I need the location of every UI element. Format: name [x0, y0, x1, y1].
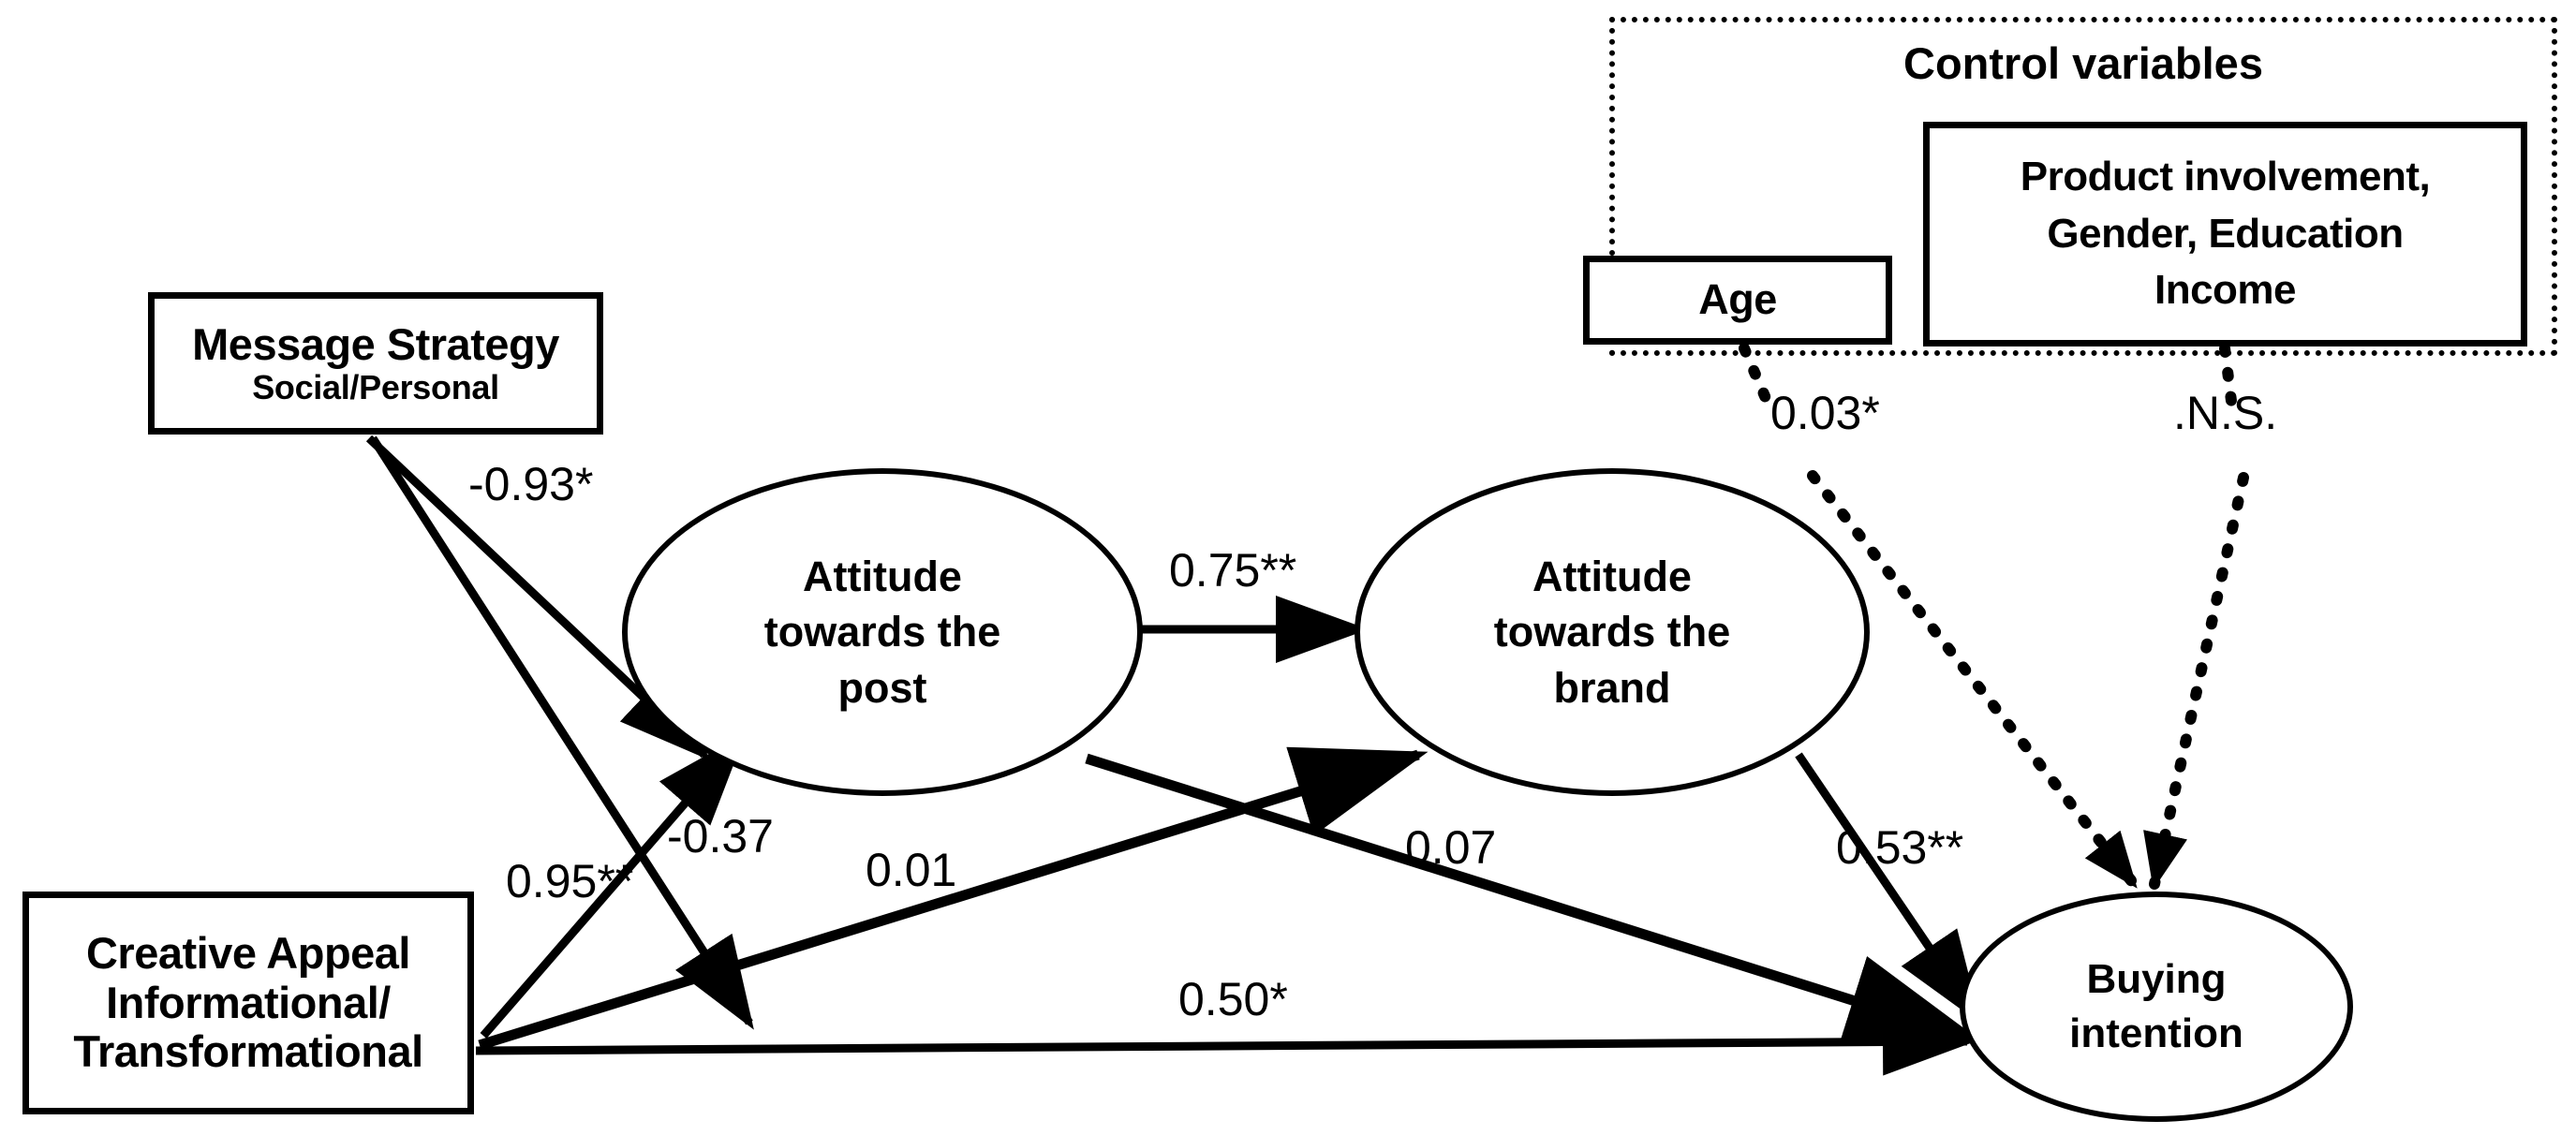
node-attitude-post[interactable]: Attitude towards the post	[622, 468, 1143, 796]
node-creative-appeal-line2: Informational/	[106, 977, 391, 1027]
node-age-label: Age	[1698, 275, 1777, 324]
edge-label-ms-to-post: -0.93*	[468, 458, 594, 510]
edge-ca-to-buying	[475, 1008, 1976, 1076]
node-control-other[interactable]: Product involvement, Gender, Education I…	[1923, 122, 2527, 346]
node-control-other-line1: Product involvement,	[2020, 153, 2431, 199]
node-creative-appeal-line3: Transformational	[73, 1026, 423, 1077]
node-buying-intention-line2: intention	[2069, 1010, 2243, 1056]
node-buying-intention[interactable]: Buying intention	[1960, 892, 2353, 1122]
control-variables-container	[1609, 17, 2557, 356]
edge-ca-to-post	[480, 733, 746, 1039]
node-message-strategy-title: Message Strategy	[192, 318, 559, 369]
node-buying-intention-line1: Buying	[2086, 955, 2227, 1002]
edge-label-other-to-buying: .N.S.	[2173, 387, 2278, 439]
edge-other-to-buying	[2154, 343, 2249, 884]
node-creative-appeal-title: Creative Appeal	[85, 928, 411, 979]
node-control-other-line2: Gender, Education	[2047, 210, 2404, 257]
node-control-other-line3: Income	[2154, 267, 2297, 314]
edge-brand-to-buying	[1795, 752, 1982, 1024]
edge-label-ms-to-brand: -0.37	[667, 810, 774, 862]
edge-label-post-to-brand: 0.75**	[1169, 544, 1297, 597]
node-buying-intention-label: Buying intention	[2069, 952, 2243, 1061]
edge-ca-to-brand	[478, 746, 1429, 1051]
node-attitude-brand-label: Attitude towards the brand	[1494, 549, 1731, 715]
edge-label-ca-to-post: 0.95**	[506, 855, 634, 907]
node-attitude-post-label: Attitude towards the post	[764, 549, 1001, 715]
edge-label-brand-to-buying: 0.53**	[1836, 821, 1964, 874]
node-age[interactable]: Age	[1583, 256, 1892, 345]
node-message-strategy[interactable]: Message Strategy Social/Personal	[148, 292, 603, 435]
node-message-strategy-subtitle: Social/Personal	[252, 368, 499, 407]
edge-label-age-to-buying: 0.03*	[1770, 387, 1880, 439]
node-attitude-post-line1: Attitude	[803, 552, 962, 600]
edge-label-ca-to-buying: 0.50*	[1178, 973, 1288, 1025]
node-attitude-brand-line3: brand	[1553, 663, 1671, 712]
node-attitude-brand[interactable]: Attitude towards the brand	[1355, 468, 1870, 796]
edge-ms-to-brand	[369, 435, 754, 1030]
node-attitude-brand-line2: towards the	[1493, 608, 1731, 656]
edge-label-post-to-buying: 0.07	[1405, 821, 1497, 874]
node-creative-appeal[interactable]: Creative Appeal Informational/ Transform…	[22, 892, 474, 1114]
edge-age-to-buying	[1739, 343, 2134, 884]
edge-post-to-buying	[1085, 753, 1981, 1045]
node-attitude-post-line3: post	[837, 663, 927, 712]
node-attitude-brand-line1: Attitude	[1532, 552, 1692, 600]
control-variables-title: Control variables	[1903, 38, 2263, 88]
node-attitude-post-line2: towards the	[763, 608, 1001, 656]
edge-label-ca-to-brand: 0.01	[866, 844, 957, 896]
